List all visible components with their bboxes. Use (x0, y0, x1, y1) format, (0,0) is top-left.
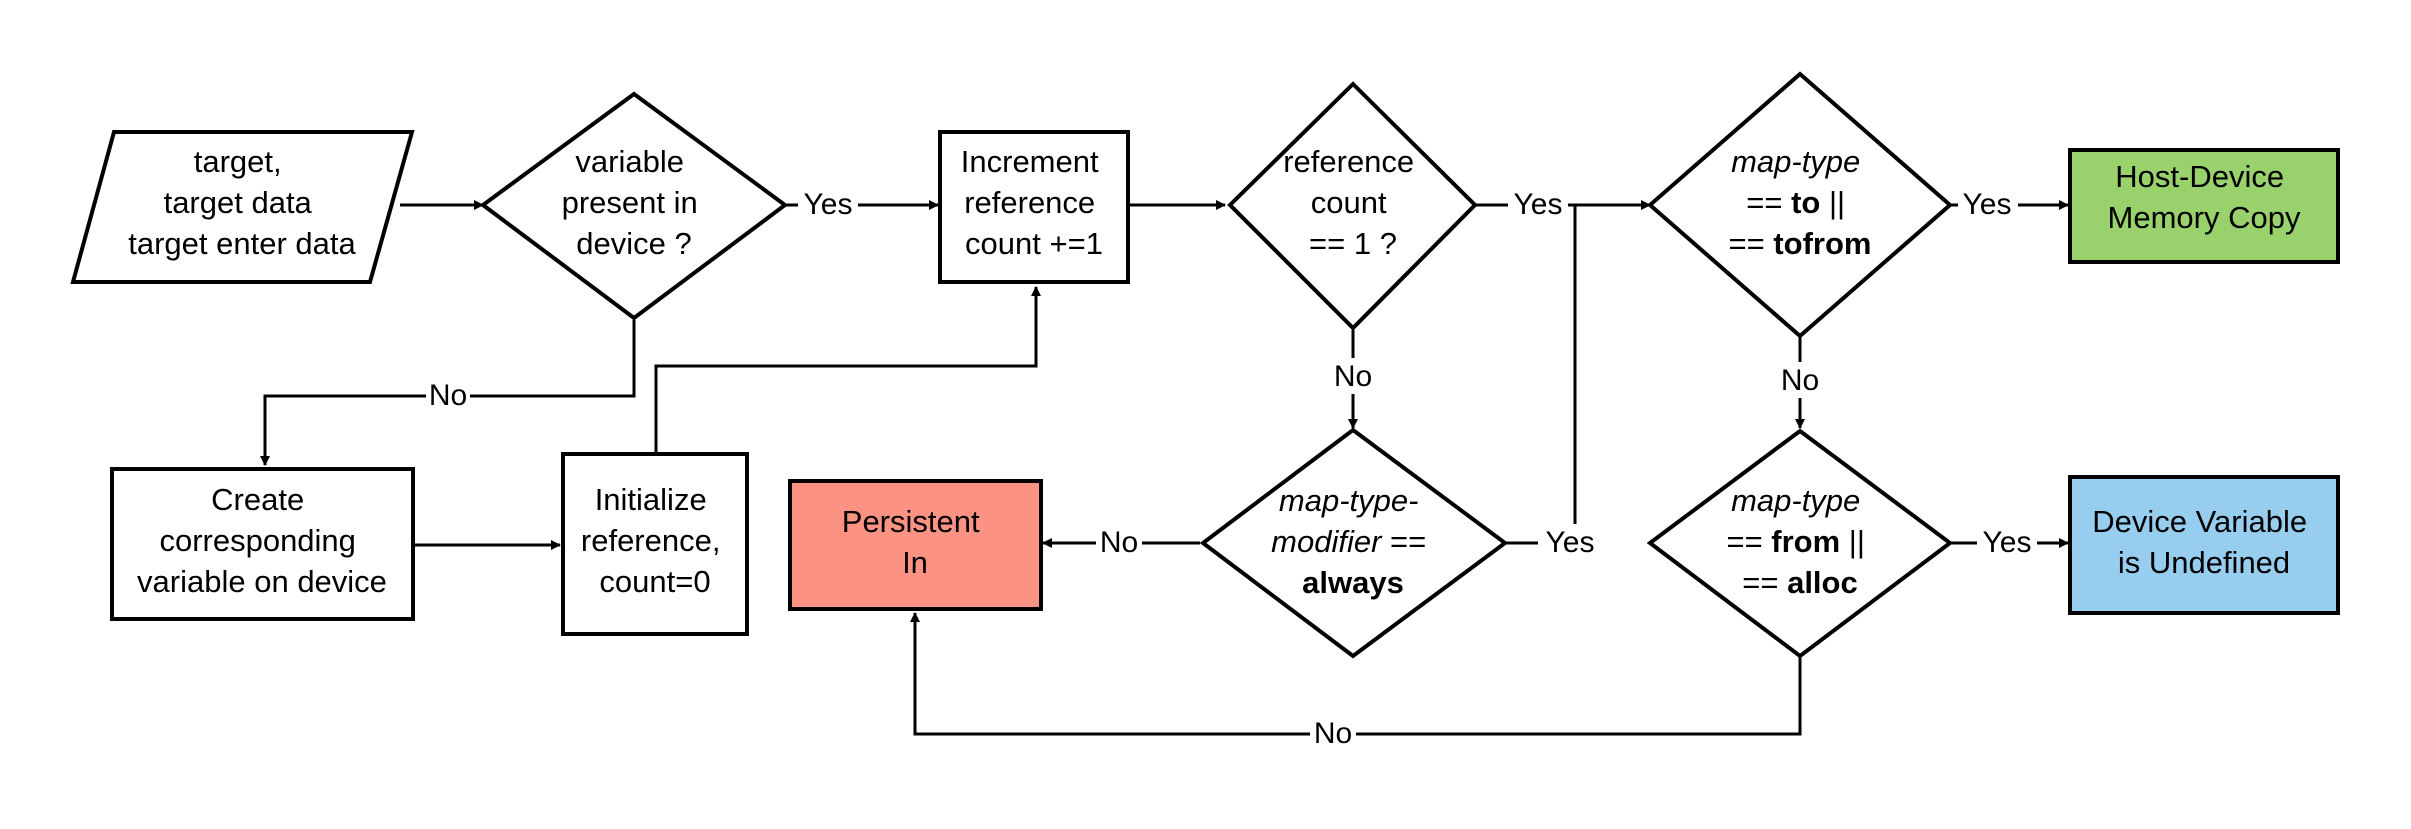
edge-label-yes: Yes (1963, 188, 2012, 221)
present-check-line-1: variable (575, 144, 684, 179)
input-node: target, target data target enter data (70, 130, 415, 284)
present-check-node: variable present in device ? (479, 91, 789, 321)
input-line-2: target data (164, 185, 313, 220)
persistent-in-line-1: Persistent (842, 504, 980, 539)
create-variable-line-3: variable on device (137, 564, 387, 599)
maptype-to-line-1: map-type (1731, 144, 1860, 179)
device-undefined-box (2068, 475, 2340, 615)
edge-label-no: No (1100, 526, 1138, 559)
input-parallelogram (70, 130, 415, 284)
edge-label-yes: Yes (1546, 526, 1595, 559)
svg-text:map-type == to ||: map-type == to || == tofrom (1729, 144, 1872, 261)
initialize-line-3: count=0 (599, 564, 710, 599)
edge-label-bg (1508, 186, 1568, 222)
edge-label-bg (1310, 715, 1356, 751)
increment-box (938, 130, 1130, 284)
increment-line-3: count +=1 (965, 226, 1103, 261)
edge-label-bg (1096, 524, 1142, 560)
maptype-from-line-1: map-type (1731, 483, 1860, 518)
refcount-check-line-3: == 1 ? (1309, 226, 1397, 261)
initialize-line-2: reference, (581, 523, 721, 558)
maptype-to-check-node: map-type == to || == tofrom (1646, 71, 1954, 339)
host-device-copy-node: Host-Device Memory Copy (2068, 148, 2340, 264)
maptype-to-diamond (1646, 71, 1954, 339)
persistent-in-line-2: In (902, 545, 928, 580)
present-check-line-2: present in (562, 185, 698, 220)
edge-label-bg (1778, 362, 1822, 398)
edges: Yes No Yes No Yes No Yes No Yes No (260, 186, 2069, 751)
svg-text:map-type == from ||: map-type == from || == alloc (1726, 483, 1873, 600)
edge-label-yes: Yes (804, 188, 853, 221)
svg-text:Host-Device Memory Copy: Host-Device Memory Copy (2108, 159, 2301, 235)
create-variable-box (110, 467, 415, 621)
edge-label-no: No (1781, 364, 1819, 397)
present-check-line-3: device ? (576, 226, 691, 261)
host-device-line-1: Host-Device (2115, 159, 2284, 194)
edge-label-no: No (1334, 360, 1372, 393)
svg-text:Device Variable is Undef: Device Variable is Undefined (2092, 504, 2315, 580)
svg-text:target, target data: target, target data target enter data (128, 144, 356, 261)
svg-text:Persistent In: Persistent In (842, 504, 988, 580)
maptype-from-line-2: == from || (1726, 524, 1864, 559)
edge-modifier-yes-to-maptype-to (1500, 205, 1577, 545)
input-line-1: target, (194, 144, 282, 179)
maptype-from-check-node: map-type == from || == alloc (1646, 428, 1954, 659)
refcount-check-line-1: reference (1283, 144, 1414, 179)
svg-text:map-type- modifier ==: map-type- modifier == always (1271, 483, 1435, 600)
input-line-3: target enter data (128, 226, 356, 261)
refcount-check-line-2: count (1311, 185, 1387, 220)
maptype-from-line-3: == alloc (1742, 565, 1857, 600)
increment-line-1: Increment (961, 144, 1099, 179)
create-variable-node: Create corresponding variable on device (110, 467, 415, 621)
edge-label-bg (1331, 358, 1375, 394)
edge-label-bg (426, 377, 470, 413)
edge-label-yes: Yes (1983, 526, 2032, 559)
modifier-check-diamond (1199, 427, 1509, 659)
initialize-node: Initialize reference, count=0 (561, 452, 749, 636)
edge-label-bg (1538, 524, 1598, 560)
modifier-line-2: modifier == (1271, 524, 1426, 559)
create-variable-line-2: corresponding (159, 523, 355, 558)
maptype-to-line-3: == tofrom (1729, 226, 1872, 261)
device-undefined-line-1: Device Variable (2092, 504, 2307, 539)
svg-text:Initialize reference,: Initialize reference, count=0 (581, 482, 729, 599)
initialize-line-1: Initialize (595, 482, 707, 517)
increment-node: Increment reference count +=1 (938, 130, 1130, 284)
edge-label-bg (798, 186, 858, 222)
refcount-check-node: reference count == 1 ? (1227, 81, 1478, 331)
edge-initialize-to-increment (654, 286, 1041, 452)
modifier-line-3: always (1302, 565, 1404, 600)
refcount-check-diamond (1227, 81, 1478, 331)
host-device-box (2068, 148, 2340, 264)
edge-label-bg (1977, 524, 2037, 560)
create-variable-line-1: Create (211, 482, 304, 517)
persistent-in-box (788, 479, 1043, 611)
svg-text:variable present in: variable present in device ? (562, 144, 707, 261)
edge-maptype-from-no-to-persistent (910, 612, 1802, 736)
device-undefined-node: Device Variable is Undefined (2068, 475, 2340, 615)
edge-label-bg (1958, 186, 2018, 222)
present-check-diamond (479, 91, 789, 321)
maptype-to-line-2: == to || (1746, 185, 1845, 220)
maptype-from-diamond (1646, 428, 1954, 659)
modifier-check-node: map-type- modifier == always (1199, 427, 1509, 659)
edge-label-yes: Yes (1514, 188, 1563, 221)
svg-text:Increment reference: Increment reference count +=1 (961, 144, 1107, 261)
svg-text:reference count ==: reference count == 1 ? (1283, 144, 1423, 261)
increment-line-2: reference (964, 185, 1095, 220)
modifier-line-1: map-type- (1279, 483, 1419, 518)
svg-text:Create corresponding: Create corresponding variable on device (137, 482, 387, 599)
edge-label-no: No (429, 379, 467, 412)
persistent-in-node: Persistent In (788, 479, 1043, 611)
initialize-box (561, 452, 749, 636)
edge-label-no: No (1314, 717, 1352, 750)
device-undefined-line-2: is Undefined (2118, 545, 2290, 580)
host-device-line-2: Memory Copy (2108, 200, 2301, 235)
